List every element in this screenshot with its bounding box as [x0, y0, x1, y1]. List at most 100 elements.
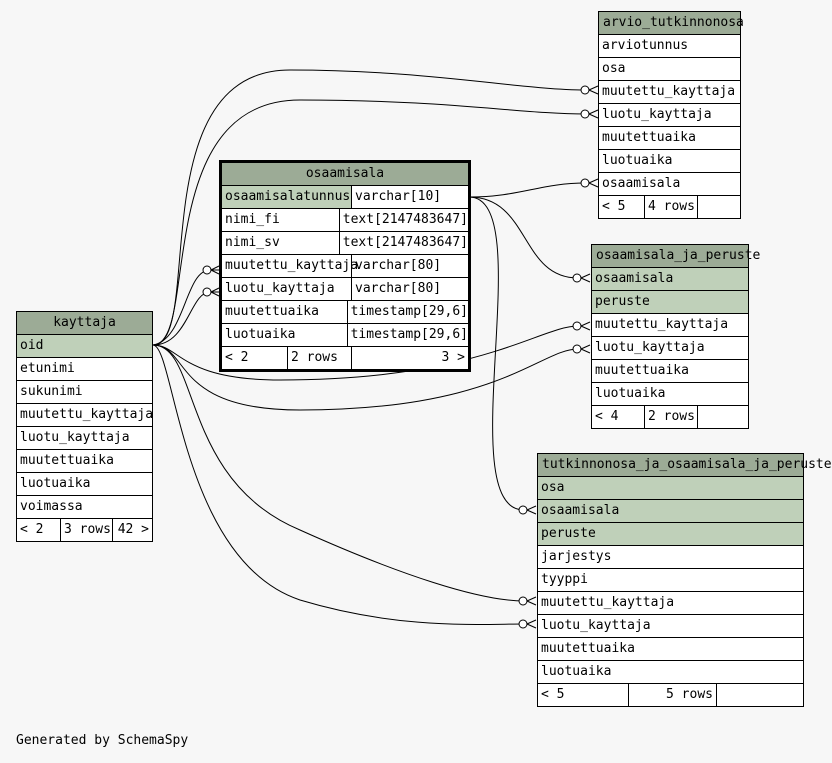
end-circle — [518, 619, 528, 629]
end-circle — [580, 109, 590, 119]
column-row: jarjestys — [538, 546, 803, 569]
column-row: voimassa — [17, 496, 152, 519]
crow-foot — [580, 273, 591, 283]
column-row: luotu_kayttaja — [599, 104, 740, 127]
crow-foot — [210, 287, 220, 297]
edge-arvio-muutettu — [152, 69, 587, 346]
edge-arvio-osaamisala — [468, 182, 587, 198]
column-row: luotu_kayttaja — [538, 615, 803, 638]
column-row: nimi_sv text[2147483647] — [222, 232, 468, 255]
edge-toop-muutettu — [152, 344, 525, 602]
row-count: 2 rows — [644, 406, 697, 428]
column-row: muutettu_kayttaja — [538, 592, 803, 615]
end-circle — [572, 273, 582, 283]
column-row: osaamisalatunnus varchar[10] — [222, 186, 468, 209]
crow-foot — [580, 344, 591, 354]
column-row: muutettuaika — [17, 450, 152, 473]
crow-foot — [588, 85, 599, 95]
column-row: osaamisala — [592, 268, 748, 291]
parents-count[interactable]: < 5 — [541, 687, 565, 702]
column-row: luotuaika timestamp[29,6] — [222, 324, 468, 347]
edge-arvio-luotu — [152, 99, 587, 346]
credit-text: Generated by SchemaSpy — [16, 733, 189, 748]
table-footer: < 2 3 rows 42 > — [17, 519, 152, 541]
column-row: muutettuaika — [599, 127, 740, 150]
column-row: osaamisala — [599, 173, 740, 196]
table-footer: < 5 4 rows — [599, 196, 740, 218]
column-row: luotu_kayttaja — [17, 427, 152, 450]
column-row: luotu_kayttaja — [592, 337, 748, 360]
table-footer: < 2 2 rows 3 > — [222, 347, 468, 369]
crow-foot — [588, 109, 599, 119]
crow-foot — [526, 619, 537, 629]
column-row: muutettu_kayttaja varchar[80] — [222, 255, 468, 278]
edge-toop-luotu — [152, 344, 525, 625]
column-row: tyyppi — [538, 569, 803, 592]
column-row: luotuaika — [17, 473, 152, 496]
column-row: luotuaika — [599, 150, 740, 173]
children-count[interactable]: 42 > — [112, 519, 152, 541]
row-count: 4 rows — [644, 196, 697, 218]
end-circle — [518, 596, 528, 606]
end-circle — [580, 85, 590, 95]
column-row: oid — [17, 335, 152, 358]
column-row: luotuaika — [592, 383, 748, 406]
crow-foot — [526, 596, 537, 606]
children-count[interactable]: 3 > — [351, 347, 468, 369]
end-circle — [202, 287, 212, 297]
row-count: 2 rows — [287, 347, 351, 369]
parents-count[interactable]: < 4 — [595, 409, 619, 424]
table-title: arvio_tutkinnonosa — [599, 12, 744, 35]
column-row: peruste — [592, 291, 748, 314]
column-row: arviotunnus — [599, 35, 740, 58]
column-row: muutettu_kayttaja — [592, 314, 748, 337]
table-title: osaamisala — [222, 163, 468, 186]
children-count[interactable] — [716, 684, 803, 706]
edge-osaamisala-luotu — [152, 291, 211, 346]
end-circle — [202, 265, 212, 275]
column-row: muutettuaika — [592, 360, 748, 383]
column-row: etunimi — [17, 358, 152, 381]
column-row: peruste — [538, 523, 803, 546]
table-tutkinnonosa-ja-osaamisala-ja-peruste[interactable]: tutkinnonosa_ja_osaamisala_ja_peruste os… — [537, 453, 832, 707]
column-row: osaamisala — [538, 500, 803, 523]
column-row: sukunimi — [17, 381, 152, 404]
crow-foot — [526, 505, 537, 515]
edge-ojp-osaamisala — [468, 196, 579, 279]
column-row: luotuaika — [538, 661, 803, 684]
column-row: muutettuaika — [538, 638, 803, 661]
table-arvio-tutkinnonosa[interactable]: arvio_tutkinnonosa arviotunnus osa muute… — [598, 11, 744, 219]
parents-count[interactable]: < 5 — [602, 199, 626, 214]
row-count: 5 rows — [628, 684, 716, 706]
table-osaamisala-ja-peruste[interactable]: osaamisala_ja_peruste osaamisala peruste… — [591, 244, 760, 429]
table-title: tutkinnonosa_ja_osaamisala_ja_peruste — [538, 454, 832, 477]
edge-ojp-muutettu — [152, 325, 579, 381]
table-title: kayttaja — [17, 312, 152, 335]
table-title: osaamisala_ja_peruste — [592, 245, 760, 268]
column-row: muutettuaika timestamp[29,6] — [222, 301, 468, 324]
edge-osaamisala-muutettu — [152, 269, 211, 346]
children-count[interactable] — [697, 196, 740, 218]
table-footer: < 5 5 rows — [538, 684, 803, 706]
column-row: muutettu_kayttaja — [17, 404, 153, 427]
edge-ojp-luotu — [152, 344, 579, 411]
column-row: osa — [538, 477, 803, 500]
edge-toop-osaamisala — [468, 196, 525, 511]
table-osaamisala[interactable]: osaamisala osaamisalatunnus varchar[10] … — [219, 160, 471, 372]
table-kayttaja[interactable]: kayttaja oid etunimi sukunimi muutettu_k… — [16, 311, 153, 542]
column-row: osa — [599, 58, 740, 81]
crow-foot — [210, 265, 220, 275]
parents-count[interactable]: < 2 — [225, 350, 249, 365]
parents-count[interactable]: < 2 — [20, 522, 44, 537]
end-circle — [580, 178, 590, 188]
end-circle — [572, 321, 582, 331]
row-count: 3 rows — [60, 519, 112, 541]
end-circle — [572, 344, 582, 354]
crow-foot — [580, 321, 591, 331]
table-footer: < 4 2 rows — [592, 406, 748, 428]
crow-foot — [588, 178, 599, 188]
end-circle — [518, 505, 528, 515]
column-row: muutettu_kayttaja — [599, 81, 740, 104]
children-count[interactable] — [697, 406, 748, 428]
